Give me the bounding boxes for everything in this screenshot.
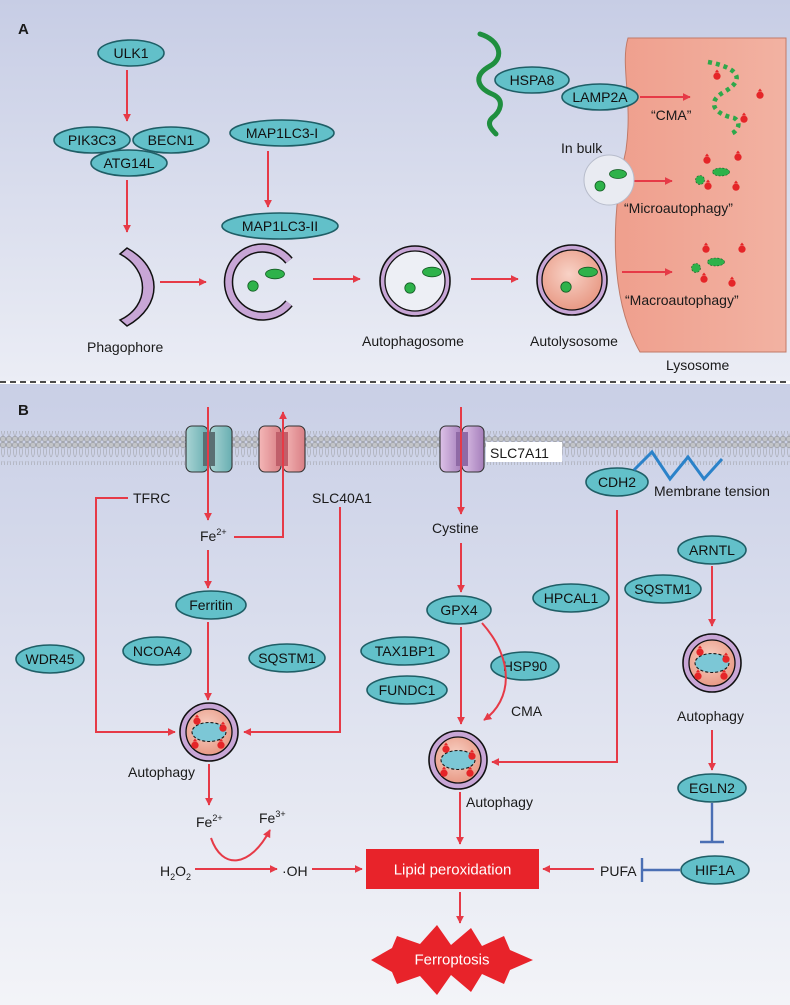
svg-text:NCOA4: NCOA4 xyxy=(133,643,181,659)
cystine-label: Cystine xyxy=(432,520,479,536)
protein-gpx4: GPX4 xyxy=(426,595,492,625)
protein-cdh2: CDH2 xyxy=(585,467,649,497)
svg-text:TAX1BP1: TAX1BP1 xyxy=(375,643,436,659)
svg-text:HPCAL1: HPCAL1 xyxy=(544,590,599,606)
lipid-peroxidation-label: Lipid peroxidation xyxy=(394,862,512,879)
phagophore xyxy=(118,247,155,327)
ferroptosis-burst xyxy=(371,925,533,995)
protein-egln2: EGLN2 xyxy=(677,773,747,803)
cma-degraded-chain xyxy=(707,59,741,137)
tfrc-label: TFRC xyxy=(133,490,170,506)
svg-text:ATG14L: ATG14L xyxy=(103,155,154,171)
protein-map1lc3-i: MAP1LC3-I xyxy=(229,119,335,147)
lysosome-label: Lysosome xyxy=(666,357,730,373)
protein-wdr45: WDR45 xyxy=(15,644,85,674)
protein-hspa8: HSPA8 xyxy=(494,66,570,94)
protein-lamp2a: LAMP2A xyxy=(561,83,639,111)
cell-membrane xyxy=(0,431,790,465)
fe2-top: Fe2+ xyxy=(200,527,227,544)
panel-b-label: B xyxy=(18,402,29,419)
ferroptosis-label: Ferroptosis xyxy=(414,952,489,969)
expanding-phagophore xyxy=(223,243,293,321)
autophagosome-label: Autophagosome xyxy=(362,333,464,349)
protein-hsp90: HSP90 xyxy=(490,651,560,681)
slc7a11-label: SLC7A11 xyxy=(490,445,549,461)
lipid-peroxidation-box xyxy=(366,849,539,889)
svg-text:ULK1: ULK1 xyxy=(113,45,148,61)
svg-text:HSP90: HSP90 xyxy=(503,658,548,674)
svg-text:CDH2: CDH2 xyxy=(598,474,636,490)
cma-label: “CMA” xyxy=(651,107,692,123)
hspa8-chain xyxy=(476,31,503,137)
svg-text:MAP1LC3-II: MAP1LC3-II xyxy=(242,218,318,234)
autophagy-label-middle: Autophagy xyxy=(466,794,533,810)
svg-text:GPX4: GPX4 xyxy=(440,602,478,618)
autophagy-label-right: Autophagy xyxy=(677,708,744,724)
protein-sqstm1-left: SQSTM1 xyxy=(248,643,326,673)
microautophagy-label: “Microautophagy” xyxy=(624,200,733,216)
svg-text:HSPA8: HSPA8 xyxy=(510,72,555,88)
slc7a11-label-bg xyxy=(486,442,562,462)
autolysosome xyxy=(536,244,608,316)
svg-text:Ferritin: Ferritin xyxy=(189,597,233,613)
protein-arntl: ARNTL xyxy=(677,535,747,565)
in-bulk-pocket xyxy=(583,154,635,206)
slc40a1-label: SLC40A1 xyxy=(312,490,372,506)
protein-tax1bp1: TAX1BP1 xyxy=(360,636,450,666)
svg-text:SQSTM1: SQSTM1 xyxy=(634,581,692,597)
fe3: Fe3+ xyxy=(259,809,286,826)
autophagy-cell-middle xyxy=(429,731,487,789)
autophagosome xyxy=(379,245,451,317)
autolysosome-label: Autolysosome xyxy=(530,333,618,349)
protein-hif1a: HIF1A xyxy=(680,855,750,885)
svg-text:ARNTL: ARNTL xyxy=(689,542,735,558)
svg-text:EGLN2: EGLN2 xyxy=(689,780,735,796)
cma-label-b: CMA xyxy=(511,703,543,719)
protein-sqstm1-right: SQSTM1 xyxy=(624,574,702,604)
inhibition-lines xyxy=(640,803,724,882)
slc40a1-channel xyxy=(258,425,306,473)
hydroxyl-radical-label: ·OH xyxy=(282,863,308,879)
autophagy-label-left: Autophagy xyxy=(128,764,195,780)
slc7a11-channel xyxy=(439,425,485,473)
tfrc-channel xyxy=(185,425,233,473)
protein-ncoa4: NCOA4 xyxy=(122,636,192,666)
protein-hpcal1: HPCAL1 xyxy=(532,583,610,613)
svg-text:SQSTM1: SQSTM1 xyxy=(258,650,316,666)
svg-text:FUNDC1: FUNDC1 xyxy=(379,682,436,698)
h2o2-label: H2O2 xyxy=(160,863,191,882)
svg-text:HIF1A: HIF1A xyxy=(695,862,735,878)
svg-text:LAMP2A: LAMP2A xyxy=(572,89,628,105)
protein-map1lc3-ii: MAP1LC3-II xyxy=(221,212,339,240)
in-bulk-label: In bulk xyxy=(561,140,603,156)
svg-text:PIK3C3: PIK3C3 xyxy=(68,132,116,148)
membrane-tension-label: Membrane tension xyxy=(654,483,770,499)
protein-ulk1: ULK1 xyxy=(97,39,165,67)
macroautophagy-label: “Macroautophagy” xyxy=(625,292,739,308)
panel-b-arrows xyxy=(95,407,716,924)
autophagy-cell-left xyxy=(180,703,238,761)
protein-atg14l: ATG14L xyxy=(90,149,168,177)
fe2-lower: Fe2+ xyxy=(196,813,223,830)
protein-ferritin: Ferritin xyxy=(175,590,247,620)
svg-text:MAP1LC3-I: MAP1LC3-I xyxy=(246,125,318,141)
svg-text:WDR45: WDR45 xyxy=(25,651,74,667)
macroautophagy-cargo xyxy=(691,242,746,287)
pufa-label: PUFA xyxy=(600,863,637,879)
protein-pik3c3: PIK3C3 xyxy=(53,126,131,154)
protein-becn1: BECN1 xyxy=(132,126,210,154)
panel-a-label: A xyxy=(18,21,29,38)
autophagy-cell-right xyxy=(683,634,741,692)
microautophagy-cargo xyxy=(695,150,742,191)
phagophore-label: Phagophore xyxy=(87,339,164,355)
membrane-tension-zigzag xyxy=(632,449,724,482)
svg-text:BECN1: BECN1 xyxy=(148,132,195,148)
protein-fundc1: FUNDC1 xyxy=(366,675,448,705)
